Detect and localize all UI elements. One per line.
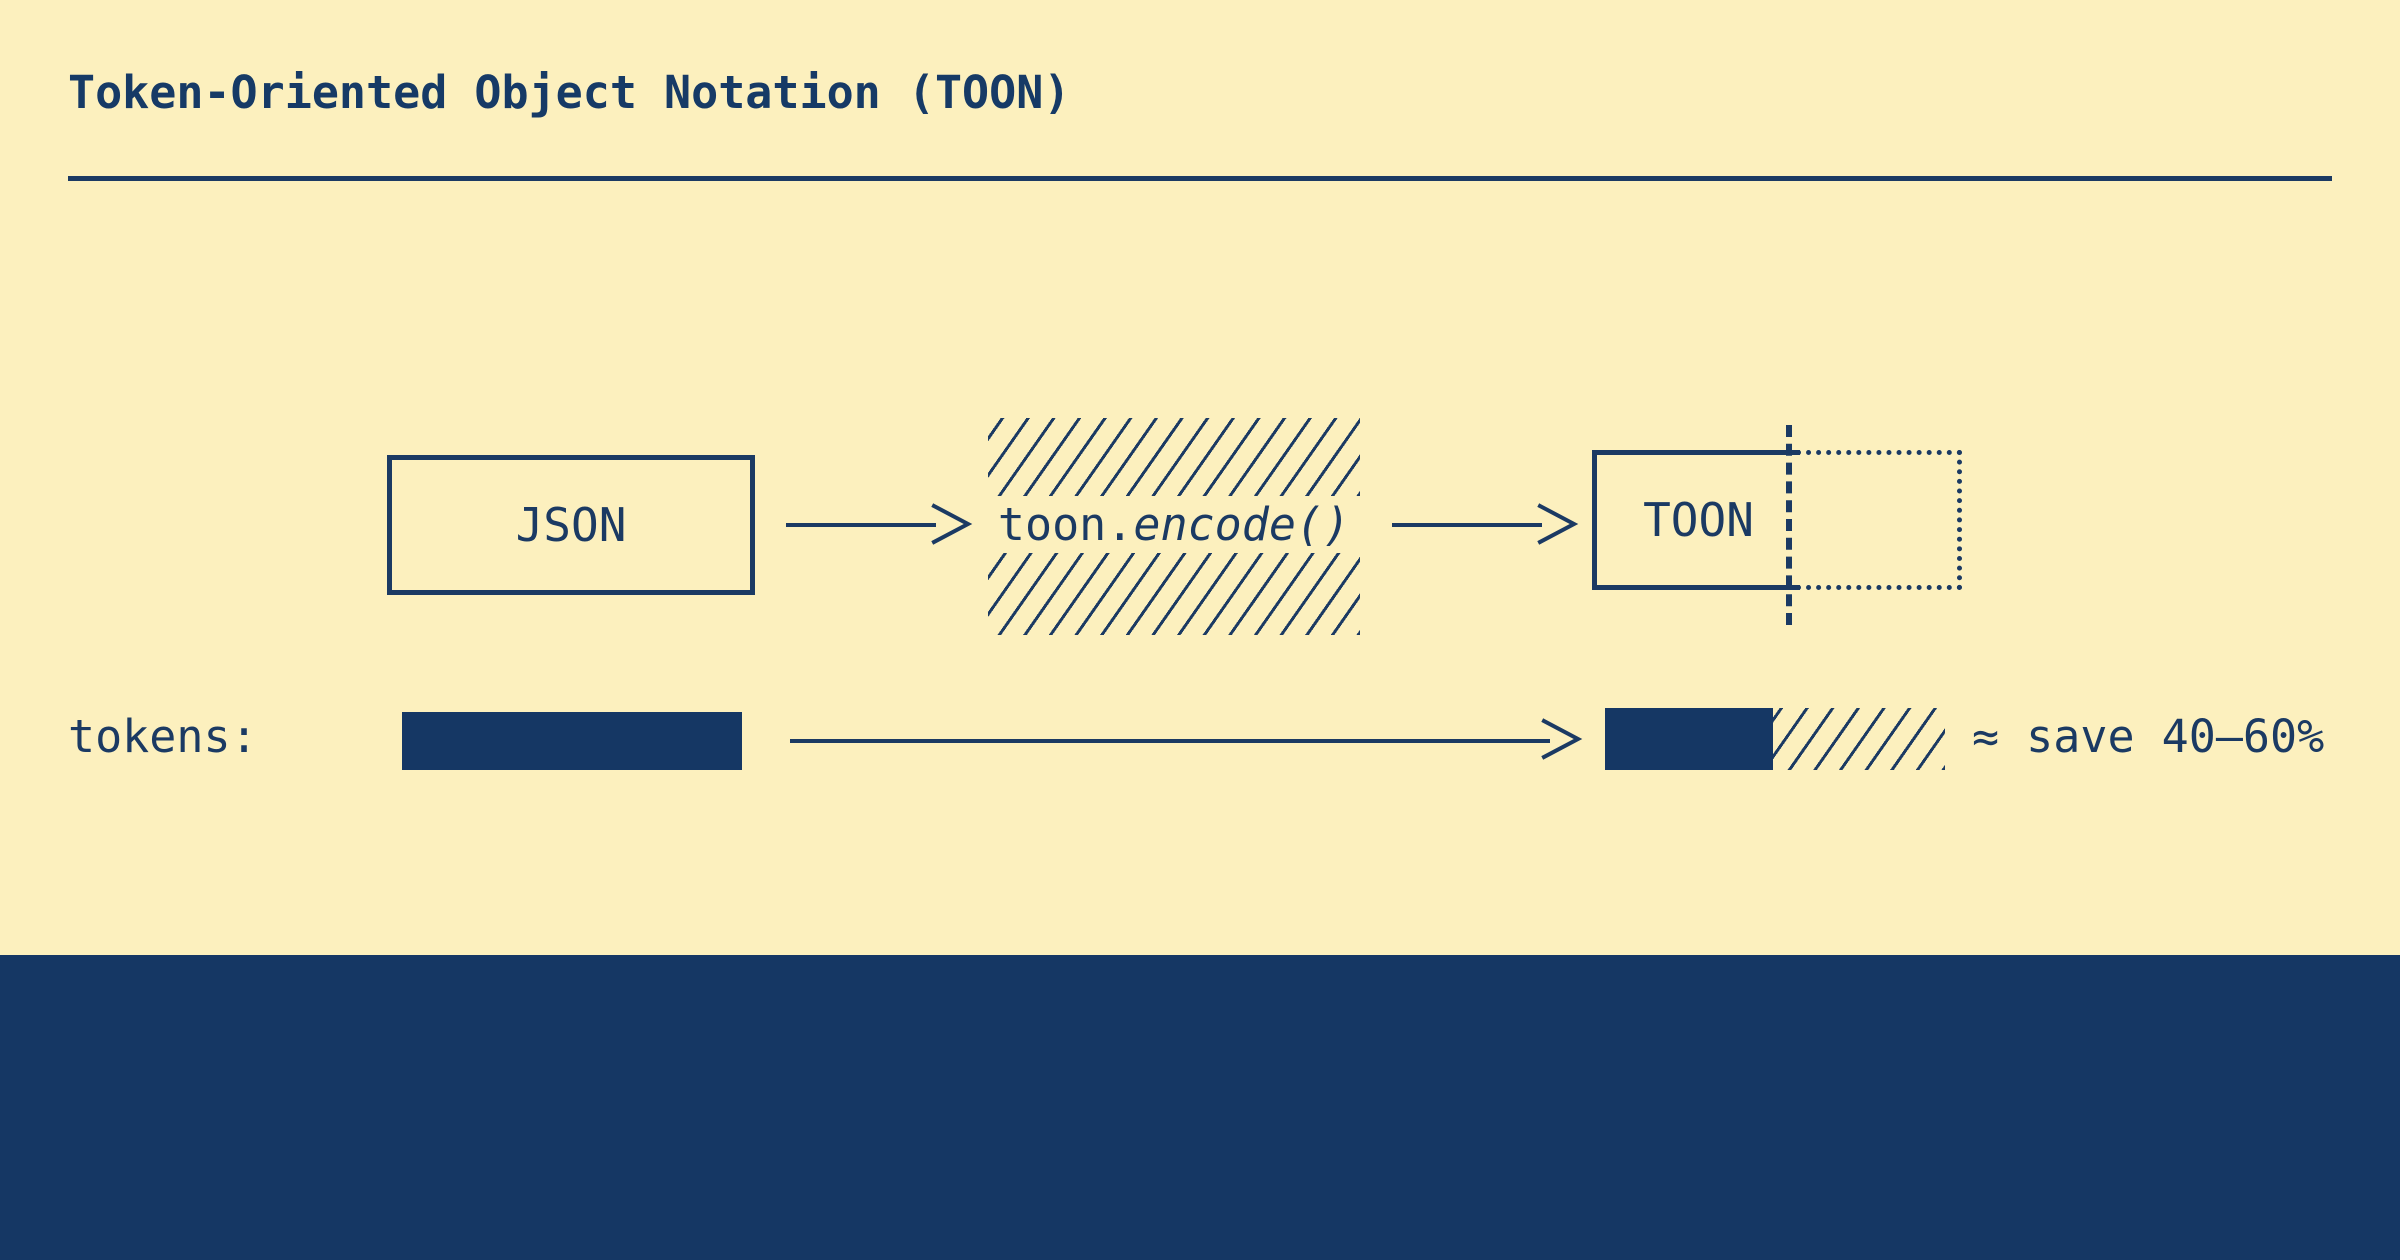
tokens-savings-note: ≈ save 40–60% bbox=[1972, 710, 2325, 763]
tokens-bar-json bbox=[402, 712, 742, 770]
toon-encode-label: toon.encode() bbox=[988, 496, 1360, 553]
hatch-band-bottom-icon bbox=[988, 553, 1360, 635]
title-divider-rule bbox=[68, 176, 2332, 181]
page-title: Token-Oriented Object Notation (TOON) bbox=[68, 66, 1071, 119]
toon-node-divider-icon bbox=[1786, 425, 1792, 625]
toon-node-box: TOON bbox=[1592, 450, 1800, 590]
tokens-row-label: tokens: bbox=[68, 710, 258, 763]
sample-panel: sample: JSON → { "tags": ["jazz", "chill… bbox=[0, 955, 2400, 1260]
tokens-arrow-line bbox=[790, 739, 1550, 743]
toon-node-label: TOON bbox=[1643, 493, 1754, 547]
tokens-bar-toon-saved bbox=[1773, 708, 1945, 770]
json-node-box: JSON bbox=[387, 455, 755, 595]
json-node-label: JSON bbox=[515, 498, 627, 552]
toon-node-group: TOON bbox=[1592, 400, 1962, 630]
flow-arrow-2-line bbox=[1392, 523, 1542, 527]
flow-arrow-1-line bbox=[786, 523, 936, 527]
encode-label-plain: toon. bbox=[997, 498, 1134, 551]
encode-label-italic: encode() bbox=[1133, 498, 1351, 551]
hatch-band-top-icon bbox=[988, 418, 1360, 496]
toon-node-savings-box bbox=[1796, 450, 1962, 590]
toon-encode-node: toon.encode() bbox=[988, 405, 1360, 637]
tokens-bar-toon-filled bbox=[1605, 708, 1773, 770]
